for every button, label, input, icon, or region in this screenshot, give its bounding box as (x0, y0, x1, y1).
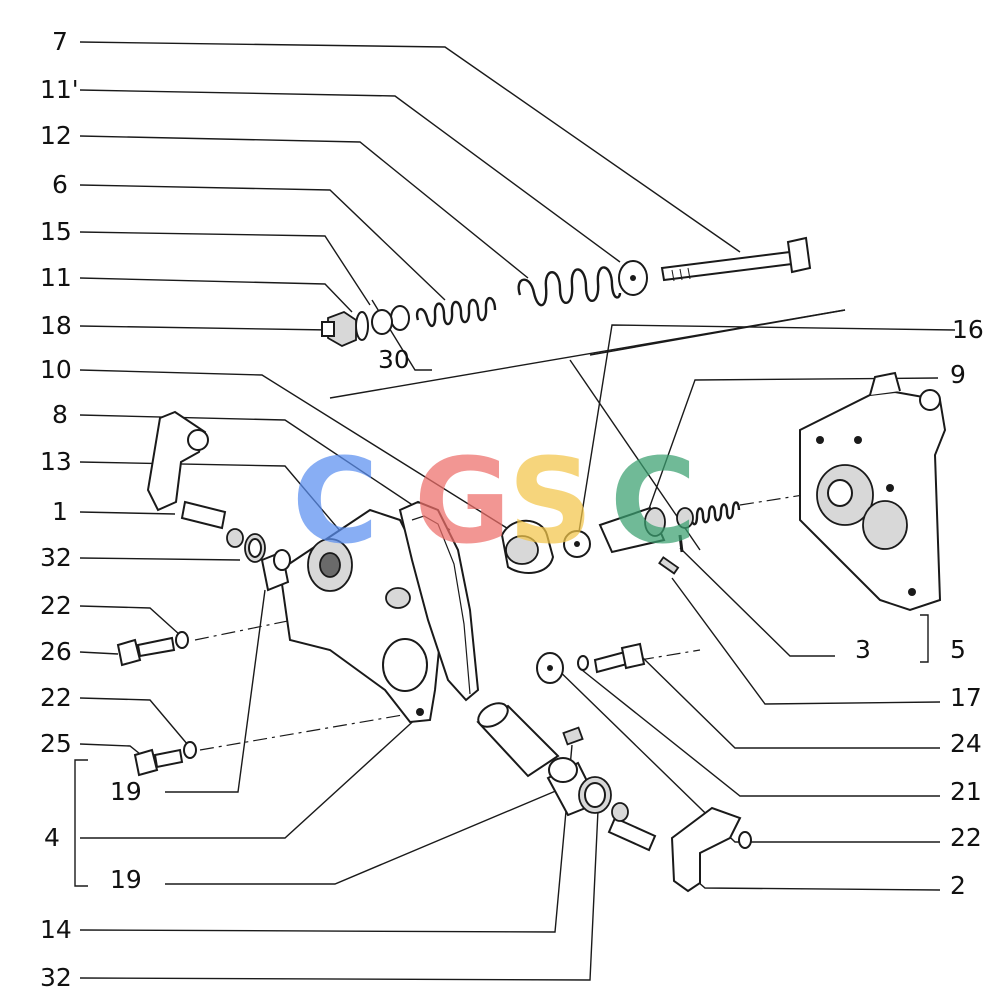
watermark-logo: C G S C (292, 432, 697, 570)
leader-10 (79, 369, 511, 531)
callout-1: 1 (52, 497, 68, 526)
part-21-washer (577, 655, 589, 671)
part-22-washer-upper (175, 631, 189, 649)
callout-26: 26 (40, 637, 72, 666)
callout-11: 11 (40, 263, 72, 292)
callout-labels: 7 11' 12 6 15 11 18 30 16 10 9 8 13 1 32… (40, 27, 984, 992)
leader-22a (79, 605, 181, 636)
part-19-bushing-upper (260, 549, 291, 592)
part-4-housing (278, 508, 442, 724)
leader-16 (577, 324, 956, 539)
callout-15: 15 (40, 217, 72, 246)
callout-17: 17 (950, 683, 982, 712)
leader-17 (671, 577, 941, 705)
part-plunger (598, 506, 666, 554)
leader-3 (679, 547, 835, 657)
callout-10: 10 (40, 355, 72, 384)
callout-25: 25 (40, 729, 72, 758)
watermark-letter-c1: C (292, 432, 379, 570)
part-15-washer (371, 305, 410, 335)
part-22-washer-lower (183, 741, 197, 759)
callout-19-upper: 19 (110, 777, 142, 806)
watermark-letter-s: S (508, 432, 593, 570)
callout-32-lower: 32 (40, 963, 72, 992)
part-9-threaded-pin (676, 501, 741, 529)
callout-24: 24 (950, 729, 982, 758)
leader-2 (689, 874, 941, 891)
leader-15 (79, 231, 371, 306)
part-11-washer (355, 311, 369, 341)
leader-8 (79, 414, 451, 531)
callout-12: 12 (40, 121, 72, 150)
callout-11-prime: 11' (40, 75, 79, 104)
leader-4 (80, 714, 421, 839)
callout-6: 6 (52, 170, 68, 199)
leader-26 (79, 651, 119, 655)
part-6-small-spring (415, 296, 497, 327)
part-10-cam-disc (500, 519, 555, 574)
part-14-key (562, 726, 584, 746)
part-32-seal-ring (244, 533, 266, 563)
callout-21: 21 (950, 777, 982, 806)
part-32-seal-ring-lower (578, 776, 612, 814)
bracket-4 (74, 759, 88, 887)
leader-19b (165, 789, 559, 885)
part-26-bolt (116, 636, 176, 667)
leader-32b (79, 809, 599, 981)
part-12-large-spring (517, 266, 622, 307)
part-18-nut (321, 310, 357, 348)
part-16-washer (563, 530, 591, 558)
callout-8: 8 (52, 400, 68, 429)
housing-cover (799, 371, 947, 612)
callout-18: 18 (40, 311, 72, 340)
callout-22-upper: 22 (40, 591, 72, 620)
leader-9 (644, 377, 939, 521)
part-22-washer-right (536, 652, 564, 684)
leader-12 (79, 135, 529, 279)
part-25-bolt (133, 748, 184, 777)
callout-13: 13 (40, 447, 72, 476)
leader-18 (79, 325, 331, 331)
part-2-lever-arm (607, 802, 752, 893)
part-3-pin (678, 534, 684, 553)
callout-22-right: 22 (950, 823, 982, 852)
leader-11 (79, 277, 353, 313)
leader-21 (581, 669, 940, 797)
callout-4: 4 (44, 823, 60, 852)
leader-22c (547, 659, 940, 843)
leader-32a (79, 557, 241, 561)
part-17-dowel (658, 556, 680, 575)
callout-14: 14 (40, 915, 72, 944)
part-11-prime-washer (618, 260, 648, 296)
leader-1 (79, 511, 176, 515)
leader-6 (79, 184, 446, 301)
callout-32-upper: 32 (40, 543, 72, 572)
callout-5: 5 (950, 635, 966, 664)
part-13-shaft (476, 702, 560, 778)
part-8-gasket (398, 500, 480, 702)
leader-24 (639, 654, 940, 749)
part-1-lever-arm (146, 410, 244, 548)
watermark-letter-c2: C (610, 432, 697, 570)
leader-22b (79, 697, 189, 746)
callout-9: 9 (950, 360, 966, 389)
part-24-bolt (593, 642, 646, 674)
leader-19a (165, 589, 266, 793)
leader-11-prime (79, 89, 621, 263)
callout-30: 30 (378, 345, 410, 374)
part-7-long-bolt (660, 236, 812, 282)
callout-19-lower: 19 (110, 865, 142, 894)
callout-2: 2 (950, 871, 966, 900)
bracket-5 (920, 614, 929, 663)
group-outline-30b (589, 309, 846, 356)
callout-3: 3 (855, 635, 871, 664)
callout-7: 7 (52, 27, 68, 56)
callout-22-middle: 22 (40, 683, 72, 712)
callout-16: 16 (952, 315, 984, 344)
leader-7 (79, 41, 741, 253)
watermark-letter-g: G (414, 432, 511, 570)
